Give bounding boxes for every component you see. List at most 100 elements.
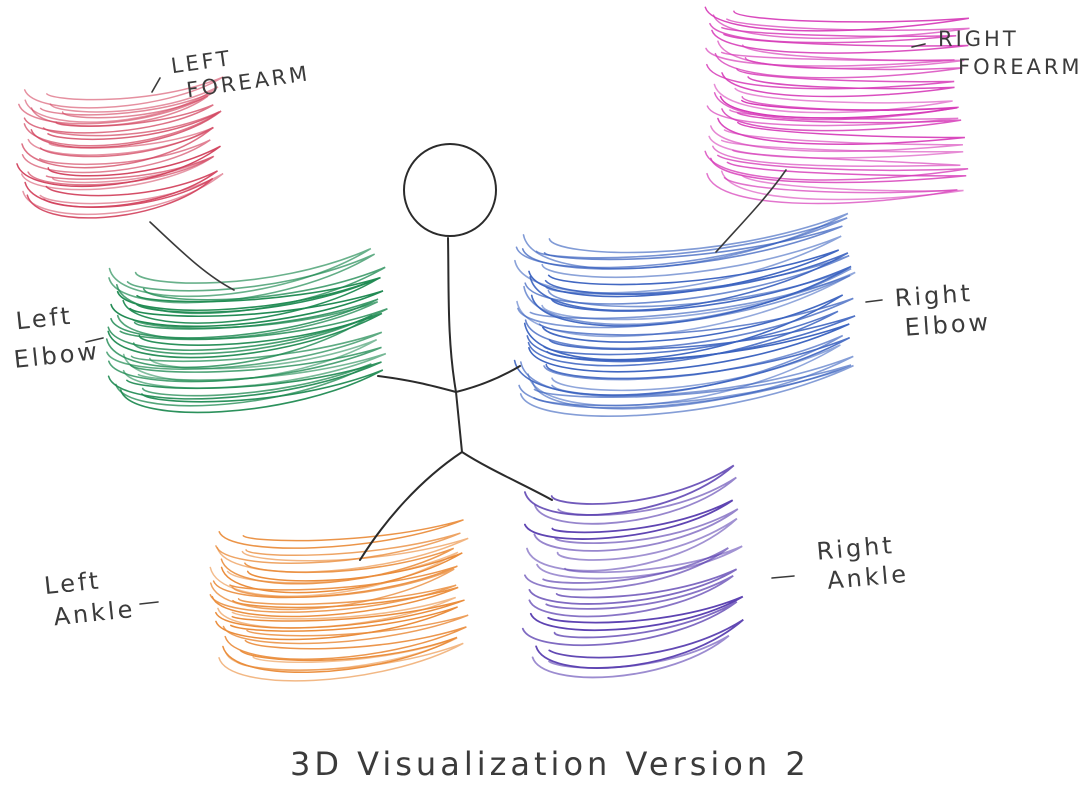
- scribble-stroke: [534, 476, 737, 525]
- figure-left-arm: [377, 375, 457, 393]
- scribble-stroke: [521, 601, 738, 647]
- scribble-stroke: [720, 170, 964, 201]
- scribble-stroke: [209, 568, 455, 611]
- scribble-stroke: [719, 95, 958, 119]
- label-dash-right-ankle: [771, 575, 795, 579]
- scribble-stroke: [108, 253, 376, 304]
- right-ankle-scribble: [521, 464, 744, 679]
- left-ankle-scribble: [209, 519, 469, 682]
- right-ankle-label-line2: Ankle: [826, 560, 910, 595]
- scribble-stroke: [710, 157, 967, 184]
- scribble-stroke: [714, 52, 963, 79]
- figure-left-leg: [359, 451, 463, 561]
- scribble-stroke: [209, 584, 457, 613]
- right-forearm-label-line1: RIGHT: [938, 27, 1019, 51]
- scribble-stroke: [524, 547, 729, 591]
- scribble-stroke: [524, 499, 734, 540]
- scribble-stroke: [710, 125, 963, 153]
- scribble-stroke: [527, 344, 841, 407]
- scribble-stroke: [16, 145, 221, 188]
- scribble-stroke: [122, 352, 387, 389]
- left-ankle-label-line1: Left: [43, 566, 103, 600]
- scribble-stroke: [518, 364, 852, 409]
- right-elbow-label: Right Elbow: [894, 279, 992, 342]
- scribble-stroke: [527, 310, 839, 367]
- scribble-stroke: [528, 575, 734, 618]
- scribble-stroke: [712, 145, 961, 167]
- scribble-stroke: [220, 552, 463, 594]
- connector-right-forearm: [715, 169, 787, 253]
- scribble-stroke: [110, 290, 384, 328]
- right-ankle-label: Right Ankle: [815, 531, 910, 595]
- scribble-stroke: [212, 565, 458, 599]
- scribble-stroke: [21, 126, 214, 169]
- figure-spine: [447, 237, 463, 453]
- scribble-stroke: [30, 110, 222, 149]
- right-forearm-scribble: [704, 6, 970, 205]
- scribble-stroke: [530, 265, 852, 327]
- scribble-stroke: [705, 47, 955, 67]
- scribble-stroke: [27, 155, 215, 186]
- scribble-stroke: [526, 517, 738, 572]
- scribble-stroke: [218, 519, 464, 549]
- scribble-stroke: [713, 83, 953, 114]
- scribble-stroke: [24, 86, 219, 123]
- scribble-stroke: [21, 139, 211, 174]
- scribble-stroke: [524, 297, 854, 350]
- scribble-stroke: [116, 276, 381, 311]
- scribble-stroke: [211, 586, 459, 618]
- scribble-stroke: [215, 532, 461, 564]
- right-elbow-label-line2: Elbow: [904, 308, 992, 342]
- scribble-stroke: [23, 76, 224, 109]
- left-forearm-label: LEFT FOREARM: [169, 46, 311, 102]
- scribble-stroke: [22, 172, 224, 216]
- scribble-stroke: [529, 595, 744, 632]
- left-ankle-label: Left Ankle: [43, 566, 137, 631]
- scribble-stroke: [706, 105, 959, 127]
- scribble-stroke: [524, 464, 735, 516]
- scribble-stroke: [522, 212, 849, 270]
- scribble-stroke: [106, 331, 383, 370]
- scribble-stroke: [119, 369, 384, 414]
- scribble-stroke: [224, 626, 467, 660]
- left-ankle-label-line2: Ankle: [52, 595, 136, 631]
- scribble-stroke: [721, 72, 955, 98]
- scribble-stroke: [115, 363, 372, 407]
- scribble-stroke: [523, 267, 852, 326]
- scribble-stroke: [122, 277, 380, 324]
- scribble-stroke: [20, 156, 214, 191]
- right-ankle-label-line1: Right: [815, 531, 895, 566]
- scribble-stroke: [110, 298, 379, 339]
- label-dash-left-ankle: [139, 601, 159, 605]
- scribble-stroke: [704, 6, 970, 32]
- scribble-stroke: [217, 596, 457, 629]
- scribble-stroke: [528, 249, 840, 298]
- right-forearm-label-line2: FOREARM: [958, 55, 1083, 79]
- scribble-stroke: [519, 364, 854, 417]
- right-forearm-label: RIGHT FOREARM: [938, 27, 1083, 79]
- stick-figure: [359, 143, 553, 561]
- scribble-stroke: [27, 126, 214, 156]
- scribble-stroke: [711, 29, 969, 54]
- scribble-stroke: [218, 642, 464, 682]
- scribble-stroke: [531, 634, 730, 679]
- scribble-stroke: [215, 606, 458, 641]
- scribble-stroke: [515, 217, 848, 269]
- scribble-stroke: [528, 568, 738, 605]
- scribble-stroke: [712, 14, 970, 40]
- label-dash-right-elbow: [865, 299, 883, 303]
- scribble-stroke: [704, 150, 969, 181]
- scribble-stroke: [533, 508, 739, 552]
- label-dash-left-elbow: [85, 337, 104, 343]
- scribble-stroke: [30, 95, 209, 127]
- label-dash-right-forearm: [911, 43, 926, 48]
- left-elbow-label: Left Elbow: [12, 302, 101, 374]
- right-elbow-label-line1: Right: [894, 279, 974, 312]
- scribble-stroke: [209, 551, 459, 598]
- scribble-stroke: [528, 323, 850, 373]
- figure-right-arm: [455, 365, 521, 393]
- scribble-stroke: [523, 294, 844, 361]
- connector-left-forearm: [149, 221, 235, 291]
- connector-lines: [85, 43, 926, 605]
